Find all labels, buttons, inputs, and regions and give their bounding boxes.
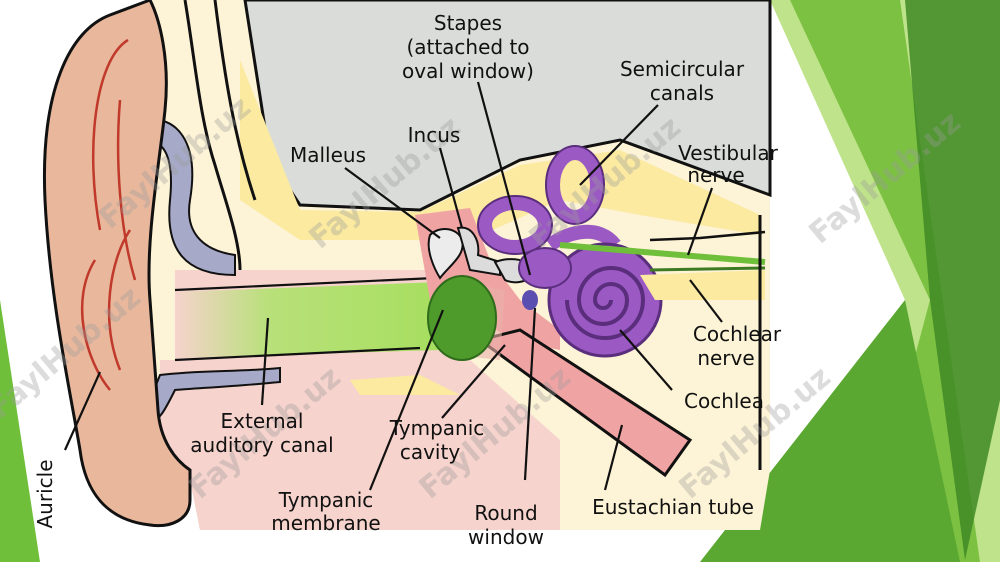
label-stapes: (attached to — [406, 35, 529, 59]
label-tympanic-membrane: Tympanic — [278, 488, 374, 512]
label-round-window: window — [468, 525, 544, 549]
label-tympanic-cavity: cavity — [400, 440, 460, 464]
label-vestibular-nerve: Vestibular — [678, 141, 778, 165]
label-semicircular-canals: Semicircular — [620, 57, 745, 81]
label-incus: Incus — [408, 123, 461, 147]
label-external-auditory-canal: auditory canal — [190, 433, 333, 457]
label-stapes: oval window) — [402, 59, 534, 83]
label-vestibular-nerve: nerve — [687, 163, 744, 187]
leader-lines — [63, 81, 723, 491]
label-cochlear-nerve: nerve — [697, 346, 754, 370]
label-auricle: Auricle — [33, 460, 57, 529]
diagram-labels: Stapes (attached to oval window) Semicir… — [33, 11, 782, 549]
label-malleus: Malleus — [290, 143, 366, 167]
label-tympanic-membrane: membrane — [271, 511, 380, 535]
label-semicircular-canals: canals — [650, 81, 714, 105]
label-external-auditory-canal: External — [221, 409, 304, 433]
label-cochlear-nerve: Cochlear — [693, 322, 782, 346]
label-stapes: Stapes — [434, 11, 502, 35]
label-round-window: Round — [474, 501, 537, 525]
label-eustachian-tube: Eustachian tube — [592, 495, 754, 519]
label-tympanic-cavity: Tympanic — [389, 416, 485, 440]
label-cochlea: Cochlea — [684, 389, 764, 413]
ear-illustration — [42, 0, 772, 530]
